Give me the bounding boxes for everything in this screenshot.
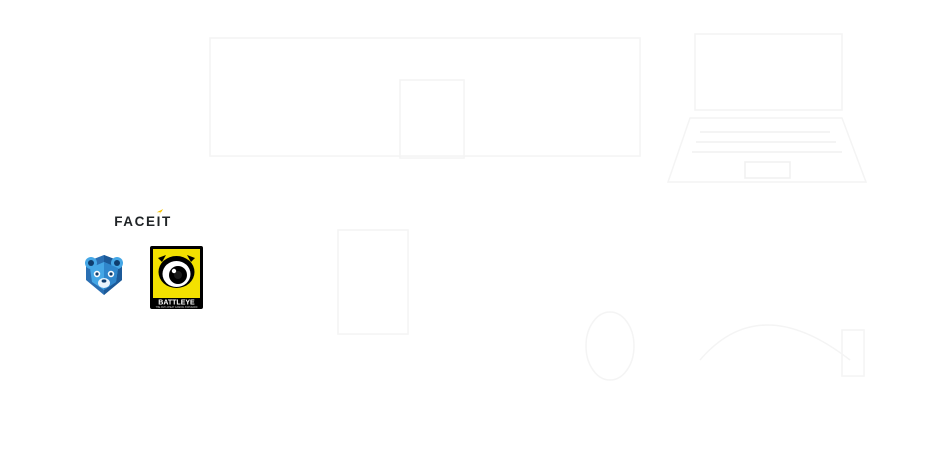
faceit-logo-text: FACE xyxy=(114,213,157,229)
battleye-logo-tagline: THE ANTI-CHEAT GAMING STANDARD xyxy=(156,306,198,309)
bear-shield-icon xyxy=(85,255,123,295)
faceit-logo-container: FACE I T xyxy=(78,206,208,236)
monitor-outline xyxy=(209,37,641,157)
faceit-logo: FACE I T xyxy=(114,208,172,229)
battleye-logo: BATTLEYE THE ANTI-CHEAT GAMING STANDARD xyxy=(150,246,203,309)
faceit-logo-i: I xyxy=(156,208,163,229)
laptop-keyboard xyxy=(692,131,842,179)
battleye-eye-icon: BATTLEYE THE ANTI-CHEAT GAMING STANDARD xyxy=(150,246,203,309)
headset-outline xyxy=(699,324,851,361)
mouse-outline xyxy=(585,311,635,381)
faceit-arrow-icon xyxy=(156,208,163,216)
laptop-outline xyxy=(666,33,868,183)
faceit-logo-text-end: T xyxy=(161,213,172,229)
device-outline xyxy=(337,229,409,335)
battleye-logo-text: BATTLEYE xyxy=(158,300,195,307)
pc-tower-outline xyxy=(399,79,465,159)
